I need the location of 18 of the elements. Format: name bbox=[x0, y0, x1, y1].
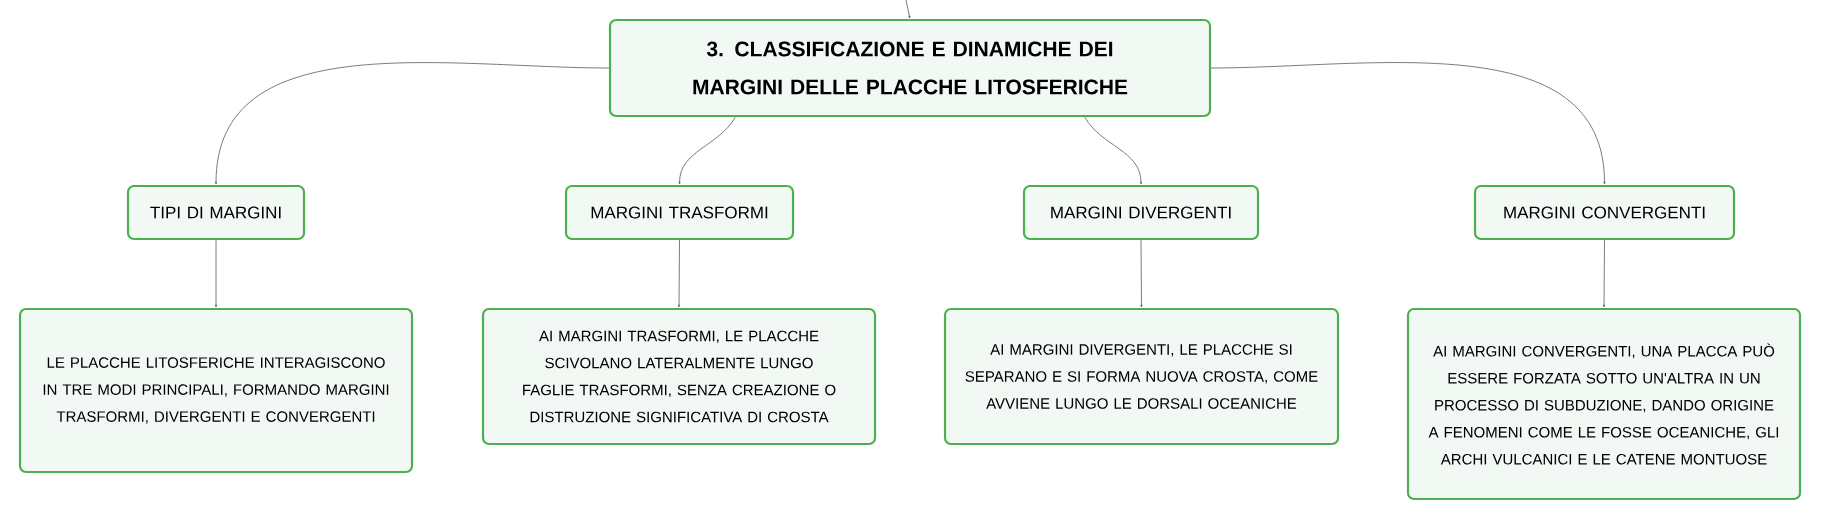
connector-arrow bbox=[214, 239, 218, 308]
connector-arrow bbox=[214, 62, 610, 185]
connector-arrow bbox=[1602, 239, 1606, 308]
connector-arrow bbox=[1140, 239, 1143, 308]
connector-arrow bbox=[905, 0, 911, 19]
description-box: AI MARGINI TRASFORMI, LE PLACCHE SCIVOLANO LATERALMENTE LUNGO FAGLIE TRASFORMI, SENZA CREAZIONE O DISTRUZIONE SIGNIFICATIVA DI CROSTA bbox=[481, 307, 877, 446]
description-box: LE PLACCHE LITOSFERICHE INTERAGISCONO IN TRE MODI PRINCIPALI, FORMANDO MARGINI TRASFORMI, DIVERGENTI E CONVERGENTI bbox=[18, 307, 414, 474]
connector-arrow bbox=[677, 239, 681, 308]
topic-box: TIPI DI MARGINI bbox=[126, 184, 306, 241]
title-box: 3. CLASSIFICAZIONE E DINAMICHE DEI MARGINI DELLE PLACCHE LITOSFERICHE bbox=[608, 18, 1212, 118]
topic-box: MARGINI TRASFORMI bbox=[564, 184, 795, 241]
connector-arrow bbox=[1210, 62, 1606, 185]
topic-box: MARGINI CONVERGENTI bbox=[1473, 184, 1736, 241]
description-box: AI MARGINI DIVERGENTI, LE PLACCHE SI SEPARANO E SI FORMA NUOVA CROSTA, COME AVVIENE LUNGO LE DORSALI OCEANICHE bbox=[943, 307, 1340, 446]
connector-arrow bbox=[678, 116, 736, 185]
description-box: AI MARGINI CONVERGENTI, UNA PLACCA PUÒ ESSERE FORZATA SOTTO UN'ALTRA IN UN PROCESSO DI SUBDUZIONE, DANDO ORIGINE A FENOMENI COME LE FOSSE OCEANICHE, GLI ARCHI VULCANICI E LE CATENE MONTUOSE bbox=[1406, 307, 1802, 501]
topic-box: MARGINI DIVERGENTI bbox=[1022, 184, 1260, 241]
connector-arrow bbox=[1084, 116, 1143, 185]
